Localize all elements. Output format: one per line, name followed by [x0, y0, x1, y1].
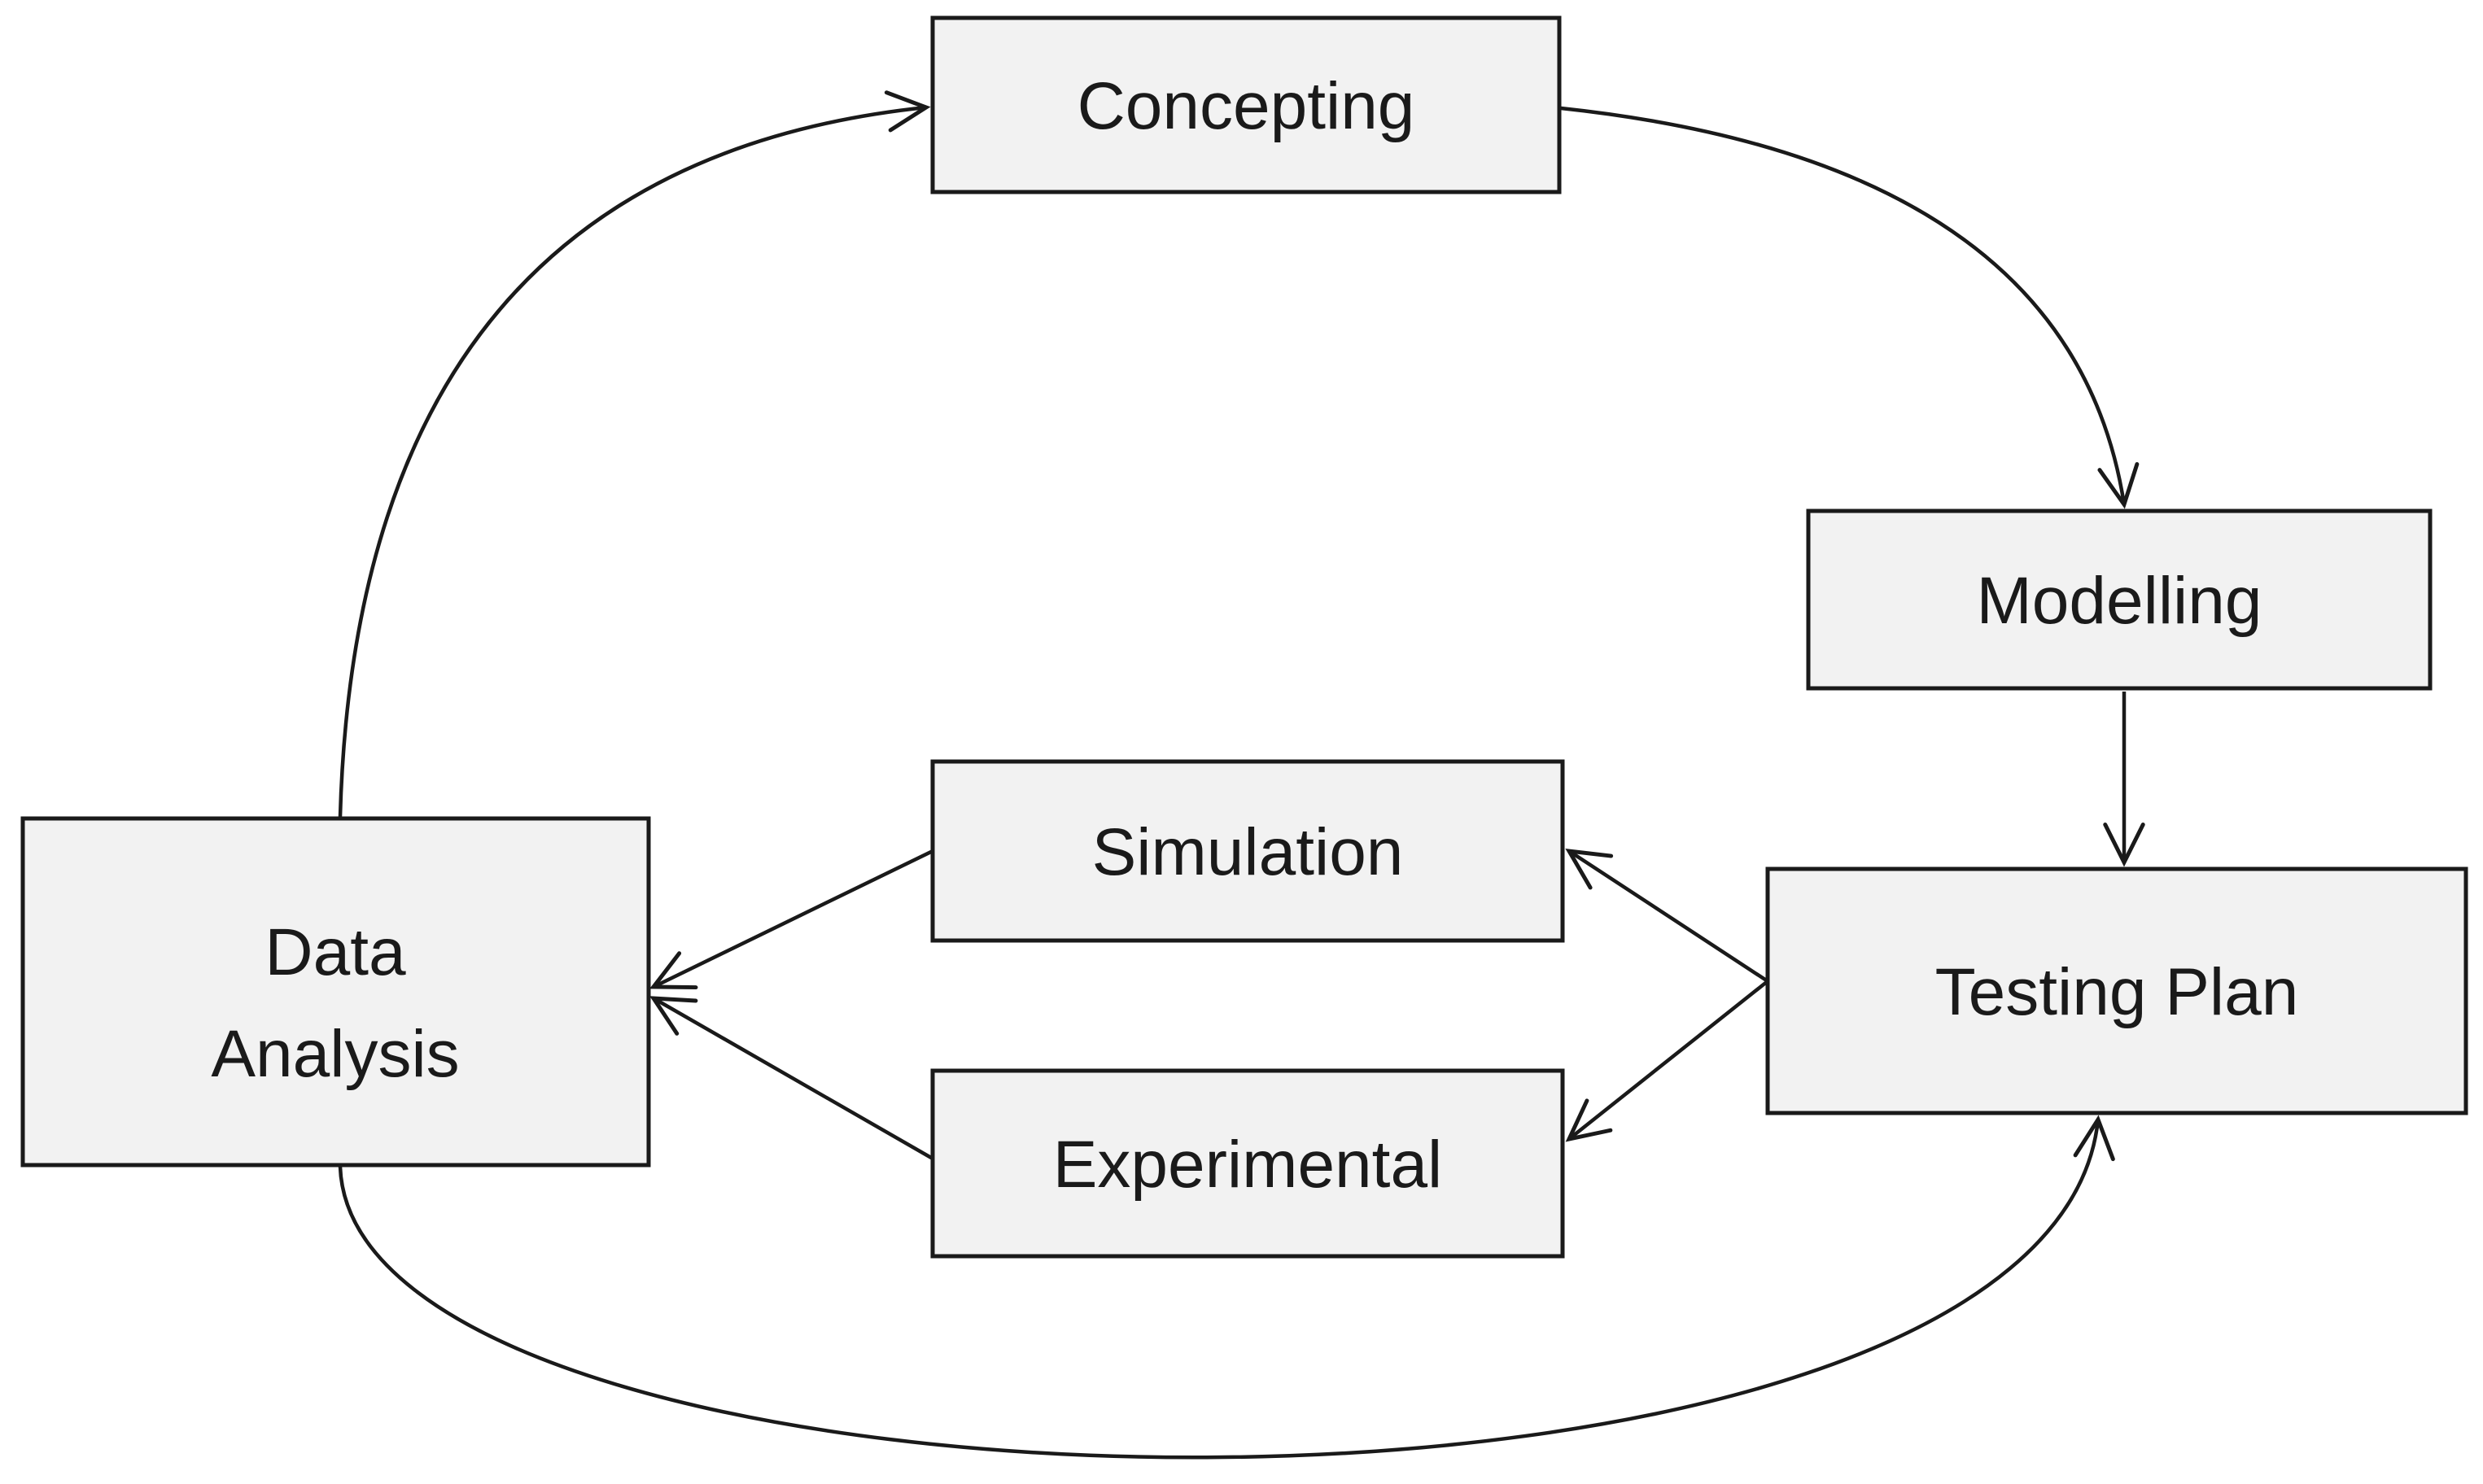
edge-data-analysis-to-testing-plan — [338, 1115, 2115, 1460]
node-modelling: Modelling — [1806, 508, 2433, 691]
edge-concepting-to-modelling — [1560, 106, 2140, 509]
edge-testing-plan-to-experimental — [1565, 980, 1769, 1142]
edge-simulation-to-data-analysis — [649, 849, 933, 990]
testing-plan-box — [1765, 866, 2468, 1115]
edge-experimental-to-data-analysis — [649, 996, 934, 1160]
node-experimental: Experimental — [930, 1068, 1565, 1259]
node-data-analysis: Data Analysis — [20, 816, 651, 1168]
data-analysis-label-line2: Analysis — [211, 1017, 459, 1091]
data-analysis-box — [20, 816, 651, 1168]
modelling-label: Modelling — [1977, 564, 2262, 638]
node-concepting: Concepting — [930, 15, 1562, 194]
concepting-box — [930, 15, 1562, 194]
node-simulation: Simulation — [930, 759, 1565, 943]
modelling-box — [1806, 508, 2433, 691]
testing-plan-label: Testing Plan — [1935, 955, 2299, 1029]
data-analysis-label-line1: Data — [264, 915, 406, 989]
experimental-label: Experimental — [1053, 1128, 1443, 1202]
edge-testing-plan-to-simulation — [1565, 848, 1769, 983]
concepting-label: Concepting — [1078, 69, 1415, 143]
simulation-box — [930, 759, 1565, 943]
experimental-box — [930, 1068, 1565, 1259]
simulation-label: Simulation — [1092, 815, 1404, 889]
edge-data-analysis-to-concepting — [338, 90, 931, 818]
node-testing-plan: Testing Plan — [1765, 866, 2468, 1115]
